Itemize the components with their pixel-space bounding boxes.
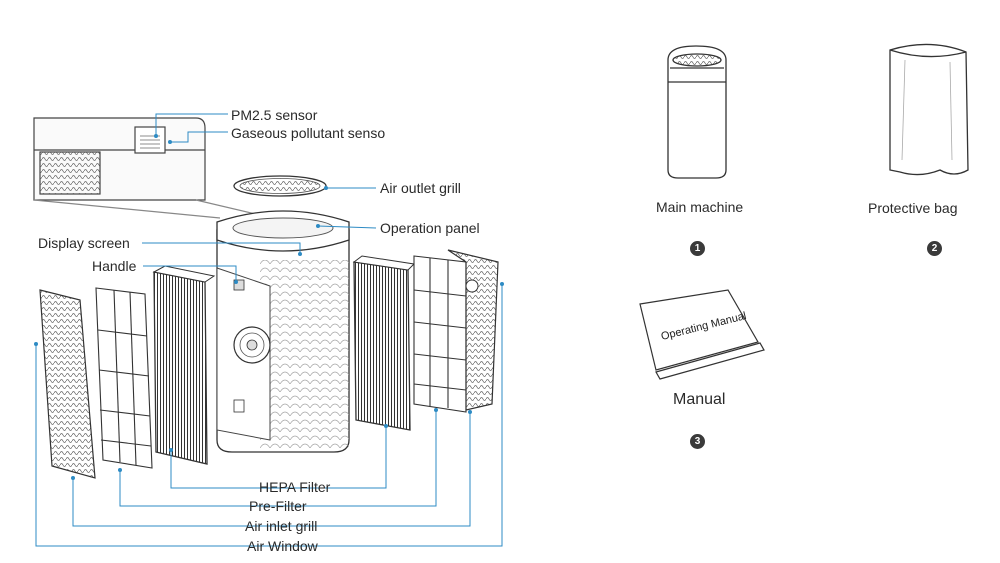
air-outlet-grill — [233, 175, 327, 197]
label-air-window: Air Window — [247, 538, 318, 554]
right-pre-filter — [413, 255, 467, 413]
bag-icon — [889, 43, 969, 176]
right-air-inlet-grill — [447, 249, 499, 411]
sensor-inset — [33, 117, 261, 219]
label-protective-bag: Protective bag — [868, 200, 958, 216]
label-operation-panel: Operation panel — [380, 220, 480, 236]
main-unit — [216, 210, 350, 453]
left-hepa-filter — [152, 265, 216, 465]
right-hepa-filter — [352, 255, 416, 431]
label-hepa-filter: HEPA Filter — [259, 479, 331, 495]
purifier-icon — [667, 45, 727, 179]
label-air-inlet-grill: Air inlet grill — [245, 518, 318, 534]
left-air-inlet-grill — [39, 289, 96, 479]
label-pre-filter: Pre-Filter — [249, 498, 307, 514]
left-pre-filter — [95, 287, 153, 469]
item-number-badge: 2 — [927, 241, 942, 256]
item-number-badge: 1 — [690, 241, 705, 256]
label-air-outlet-grill: Air outlet grill — [380, 180, 461, 196]
label-pm25-sensor: PM2.5 sensor — [231, 107, 318, 123]
callout-lines — [35, 113, 503, 547]
label-manual: Manual — [673, 391, 726, 408]
label-display-screen: Display screen — [38, 235, 130, 251]
manual-icon: Operating Manual — [639, 289, 765, 380]
callout-dots — [34, 134, 504, 480]
label-handle: Handle — [92, 258, 137, 274]
label-main-machine: Main machine — [656, 199, 744, 215]
label-gaseous-sensor: Gaseous pollutant senso — [231, 125, 386, 141]
item-number-badge: 3 — [690, 434, 705, 449]
